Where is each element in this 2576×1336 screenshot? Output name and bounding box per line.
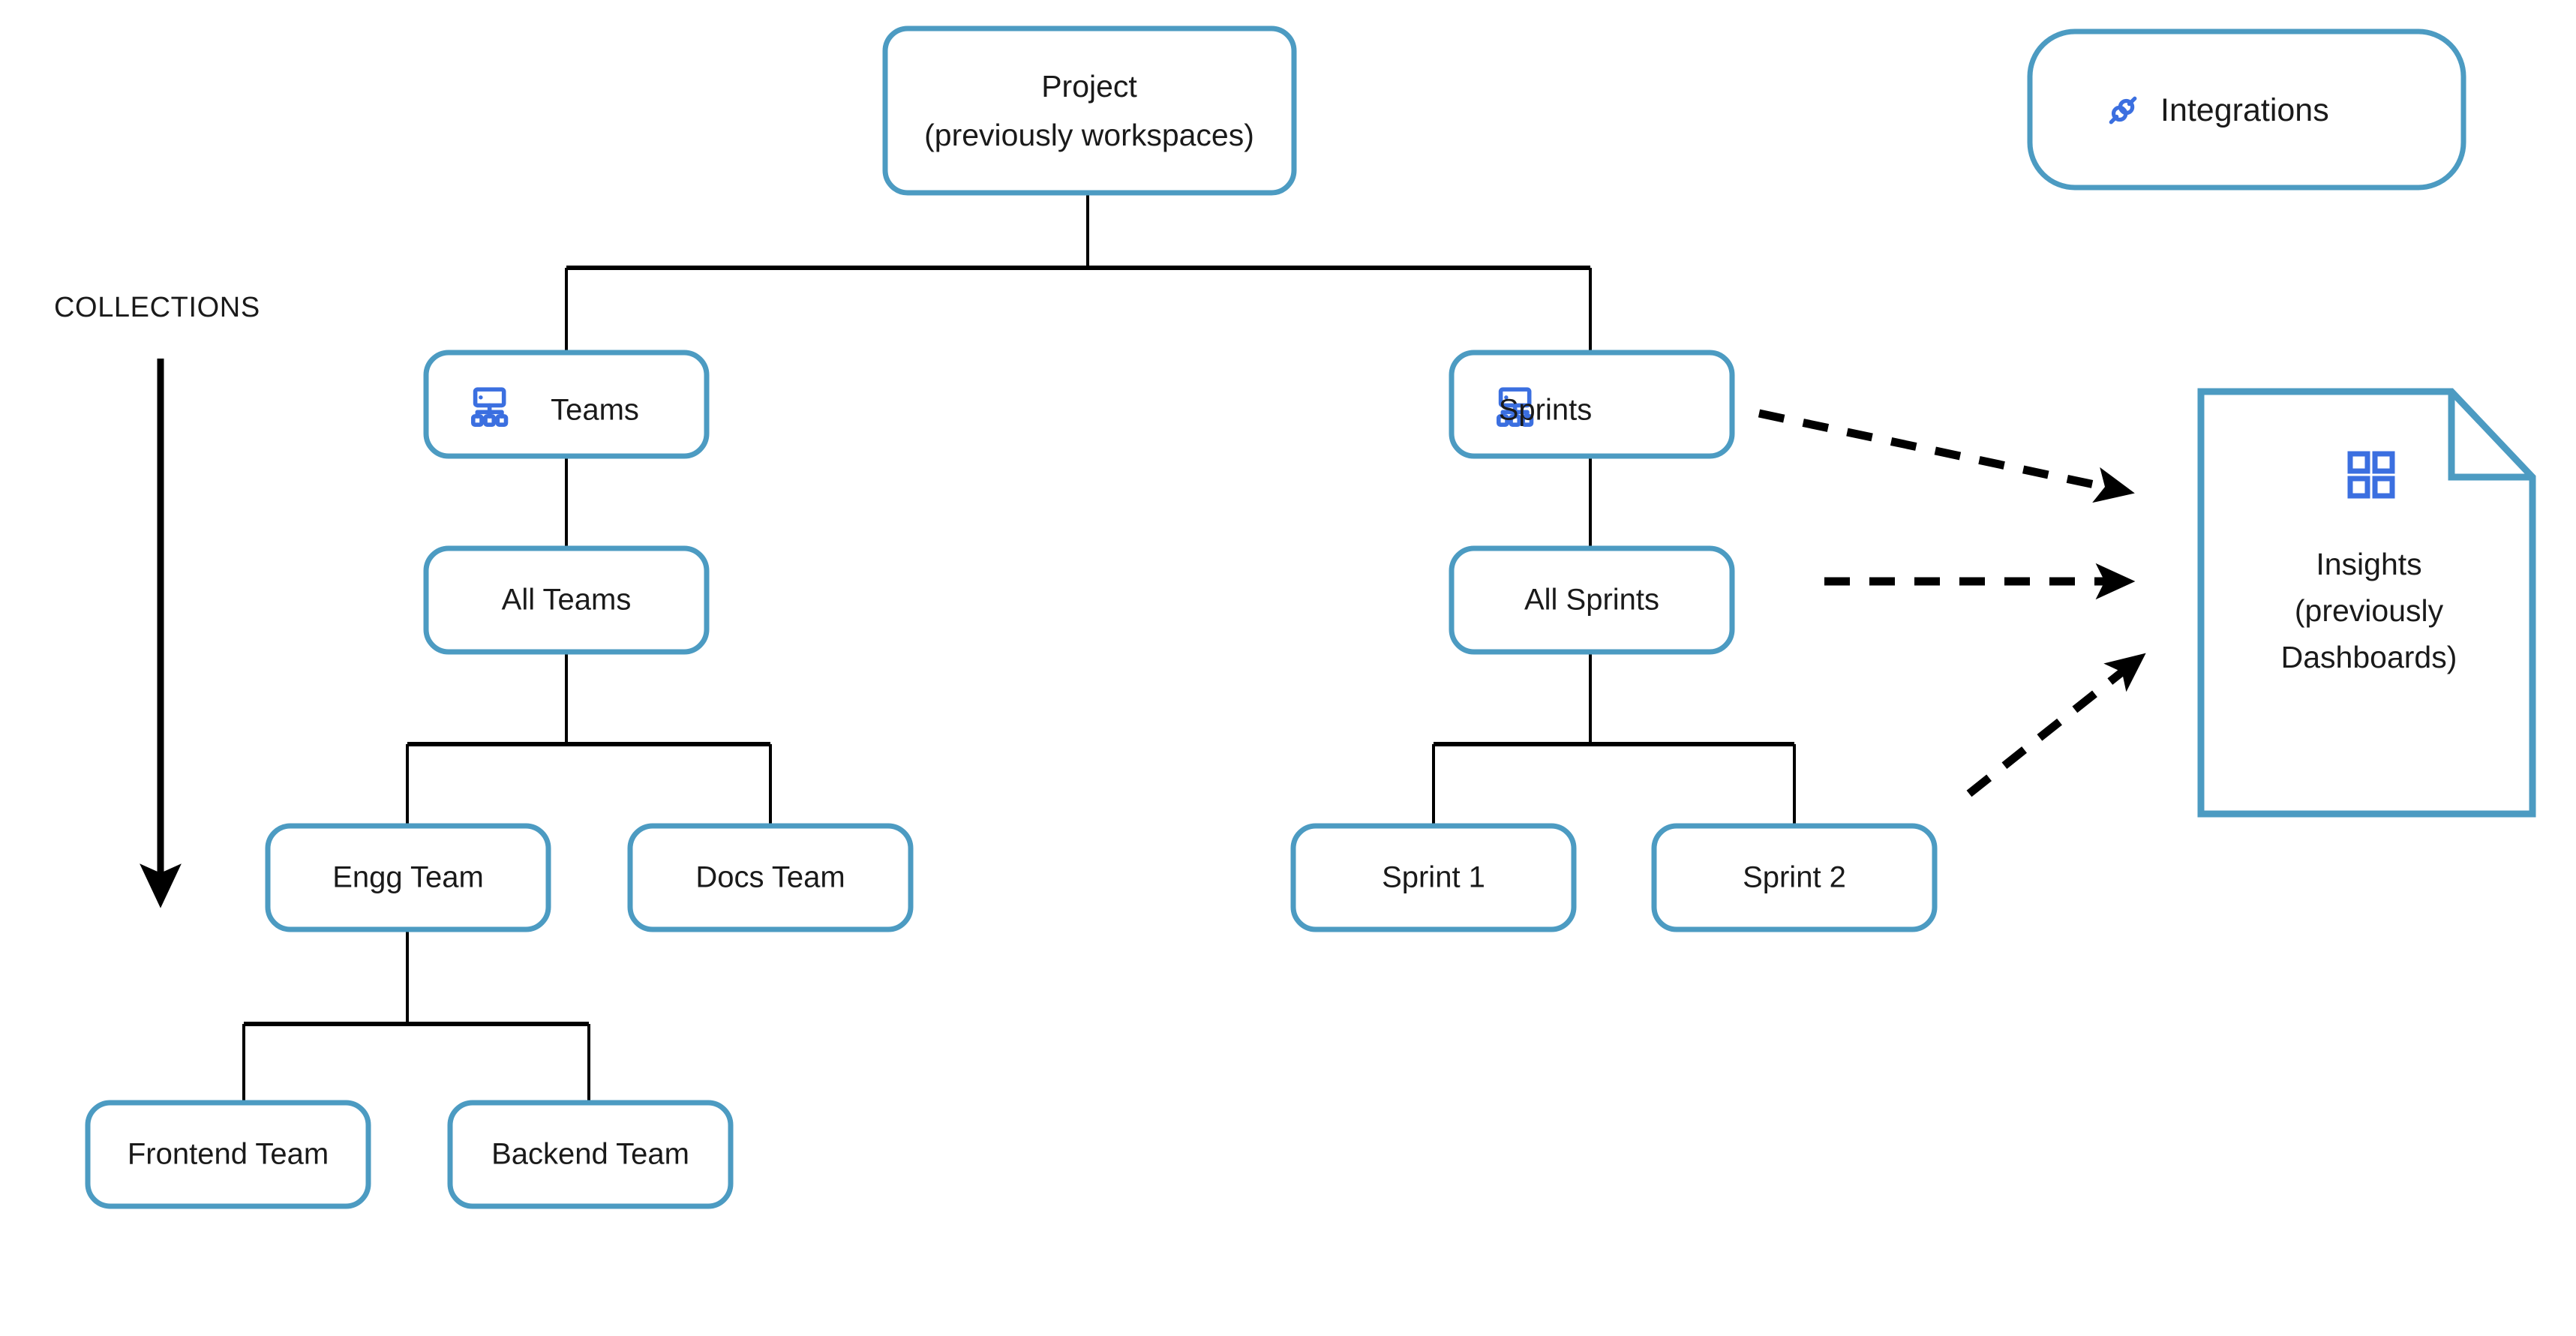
node-insights-fold-corner: [2448, 392, 2532, 481]
node-insights-subtitle-line1: (previously: [2295, 593, 2444, 628]
node-all-teams-box[interactable]: [423, 545, 710, 655]
node-insights-title: Insights: [2316, 547, 2421, 581]
node-sprint-1[interactable]: Sprint 1: [1290, 823, 1577, 932]
node-insights-document-shape[interactable]: [2197, 388, 2536, 818]
node-all-teams-label: All Teams: [502, 584, 632, 617]
node-engg-team[interactable]: Engg Team: [265, 823, 551, 932]
plug-connector-icon: [2109, 96, 2137, 125]
node-project[interactable]: Project (previously workspaces): [882, 26, 1297, 196]
node-backend-team-label: Backend Team: [491, 1138, 689, 1171]
node-project-subtitle: (previously workspaces): [924, 118, 1254, 152]
node-sprints-box[interactable]: [1449, 350, 1735, 459]
edge-sprints-to-insights: [1758, 409, 2135, 503]
node-backend-team[interactable]: Backend Team: [447, 1100, 734, 1209]
node-backend-team-box[interactable]: [447, 1100, 734, 1209]
node-engg-team-label: Engg Team: [332, 861, 484, 894]
node-integrations-box[interactable]: [2027, 29, 2466, 191]
node-insights-subtitle-line2: Dashboards): [2281, 640, 2457, 674]
node-teams-label: Teams: [551, 394, 639, 427]
node-docs-team-box[interactable]: [627, 823, 914, 932]
node-sprint-1-box[interactable]: [1290, 823, 1577, 932]
node-sprints-label: Sprints: [1499, 394, 1593, 427]
node-frontend-team[interactable]: Frontend Team: [85, 1100, 371, 1209]
edge-group-solid: [242, 193, 1796, 1103]
node-all-teams[interactable]: All Teams: [423, 545, 710, 655]
node-sprint-2[interactable]: Sprint 2: [1651, 823, 1938, 932]
node-frontend-team-label: Frontend Team: [128, 1138, 329, 1171]
edge-group-dashed: [1758, 409, 2146, 797]
node-project-box[interactable]: [882, 26, 1297, 196]
node-sprints[interactable]: Sprints: [1449, 350, 1735, 459]
edge-sprint2-to-insights: [1966, 653, 2146, 797]
node-all-sprints-label: All Sprints: [1524, 584, 1659, 617]
node-project-title: Project: [1041, 69, 1137, 104]
node-teams[interactable]: Teams: [423, 350, 710, 459]
node-all-sprints-box[interactable]: [1449, 545, 1735, 655]
hierarchy-icon: [1497, 387, 1534, 427]
node-sprint-1-label: Sprint 1: [1382, 861, 1485, 894]
node-teams-box[interactable]: [423, 350, 710, 459]
grid-dashboard-icon: [2347, 451, 2395, 499]
node-frontend-team-box[interactable]: [85, 1100, 371, 1209]
node-insights[interactable]: Insights (previously Dashboards): [2197, 388, 2536, 818]
node-sprint-2-label: Sprint 2: [1743, 861, 1846, 894]
node-docs-team-label: Docs Team: [695, 861, 845, 894]
node-sprint-2-box[interactable]: [1651, 823, 1938, 932]
node-engg-team-box[interactable]: [265, 823, 551, 932]
node-integrations[interactable]: Integrations: [2027, 29, 2466, 191]
node-integrations-label: Integrations: [2160, 92, 2329, 128]
hierarchy-icon: [471, 387, 509, 427]
collections-label: COLLECTIONS: [54, 292, 260, 323]
node-docs-team[interactable]: Docs Team: [627, 823, 914, 932]
node-all-sprints[interactable]: All Sprints: [1449, 545, 1735, 655]
